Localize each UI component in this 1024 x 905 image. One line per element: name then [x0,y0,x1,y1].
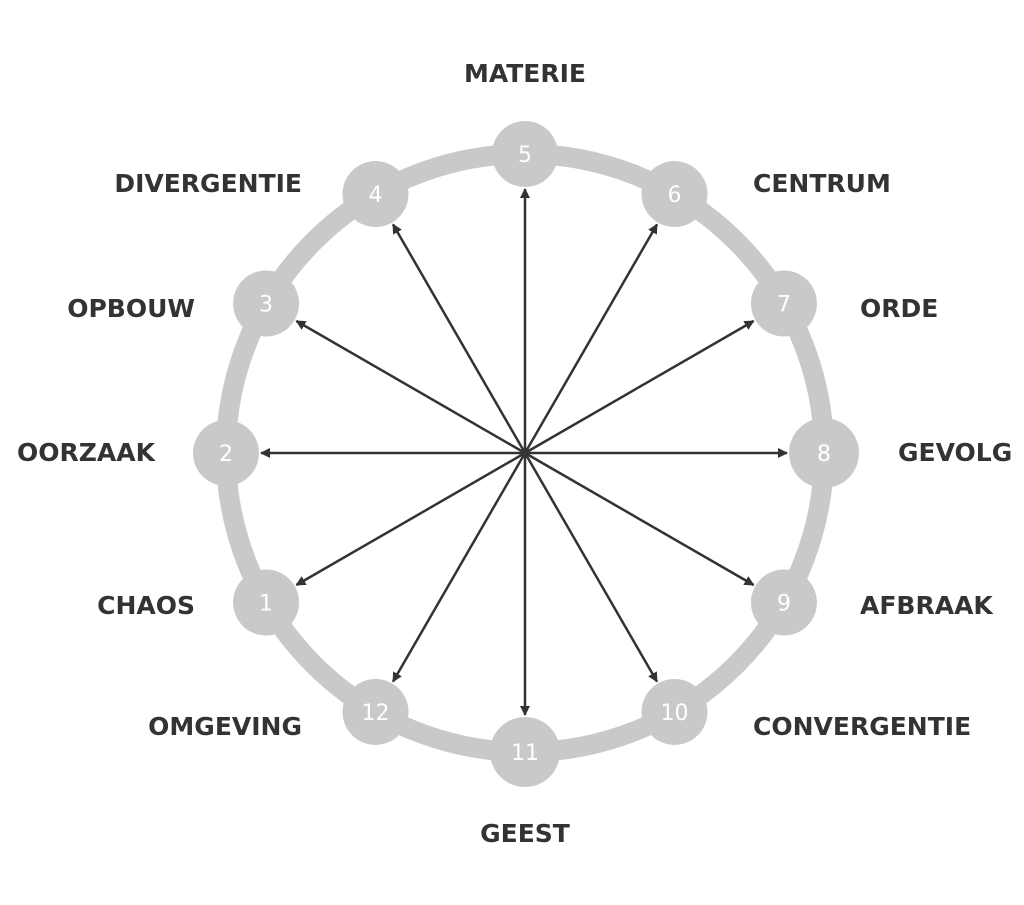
node-labels: CHAOS OORZAAK OPBOUW DIVERGENTIE MATERIE CENT… [17,59,1012,848]
node-label-convergentie: CONVERGENTIE [753,712,971,741]
node-label-chaos: CHAOS [97,591,195,620]
arrow-to-node-10 [523,452,659,683]
node-number-4: 4 [369,183,383,208]
arrow-to-node-6 [523,223,659,454]
node-circle-2 [193,420,259,486]
node-label-opbouw: OPBOUW [67,294,195,323]
node-number-11: 11 [511,741,539,766]
node-label-omgeving: OMGEVING [148,712,302,741]
node-label-gevolg: GEVOLG [898,438,1012,467]
node-number-5: 5 [518,143,532,168]
node-number-7: 7 [777,293,791,318]
node-number-3: 3 [259,293,273,318]
node-circle-12 [342,678,409,745]
node-circle-10 [641,678,708,745]
node-label-afbraak: AFBRAAK [860,591,994,620]
node-circle-8 [789,418,859,488]
node-number-8: 8 [817,442,831,467]
node-label-divergentie: DIVERGENTIE [114,169,302,198]
node-circle-9 [750,569,817,636]
node-number-9: 9 [777,592,791,617]
arrow-to-node-7 [524,319,755,455]
node-label-centrum: CENTRUM [753,169,891,198]
node-number-6: 6 [668,183,682,208]
arrow-to-node-3 [295,319,526,455]
node-circle-3 [233,270,300,337]
arrow-to-node-9 [524,451,755,587]
node-label-oorzaak: OORZAAK [17,438,157,467]
arrow-spokes [260,188,788,716]
node-circle-4 [342,161,409,228]
node-number-1: 1 [259,592,273,617]
node-number-10: 10 [661,701,689,726]
node-label-geest: GEEST [480,819,570,848]
arrow-to-node-1 [295,451,526,587]
node-circle-6 [641,161,708,228]
node-number-12: 12 [362,701,390,726]
arrow-to-node-4 [391,223,527,454]
node-label-orde: ORDE [860,294,938,323]
arrow-to-node-12 [391,452,527,683]
node-circle-7 [750,270,817,337]
node-label-materie: MATERIE [464,59,586,88]
node-number-2: 2 [219,442,233,467]
node-circle-5 [492,121,558,187]
node-circle-1 [233,569,300,636]
node-circle-11 [490,717,560,787]
